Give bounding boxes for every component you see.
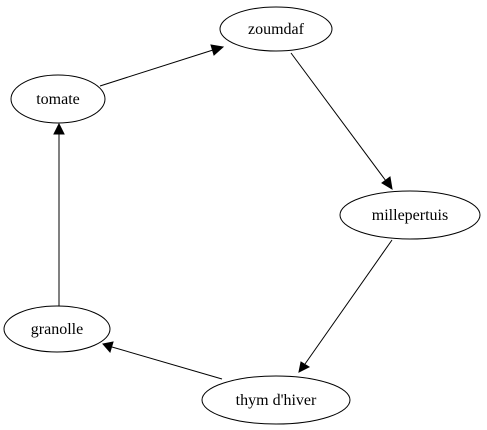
edge-millepertuis-thym [298,239,393,373]
node-label-granolle: granolle [31,321,83,338]
edge-zoumdaf-millepertuis [290,52,393,190]
node-tomate: tomate [10,74,106,124]
node-label-thym-dhiver: thym d'hiver [236,392,317,409]
edge-granolle-tomate [53,122,65,306]
node-thym-dhiver: thym d'hiver [201,375,351,425]
node-zoumdaf: zoumdaf [219,6,333,52]
node-label-millepertuis: millepertuis [372,207,448,224]
node-millepertuis: millepertuis [339,190,481,240]
node-label-tomate: tomate [36,91,80,108]
node-label-zoumdaf: zoumdaf [248,21,305,38]
edge-thym-granolle [102,341,223,380]
edge-tomate-zoumdaf [99,44,225,87]
node-granolle: granolle [3,305,111,353]
